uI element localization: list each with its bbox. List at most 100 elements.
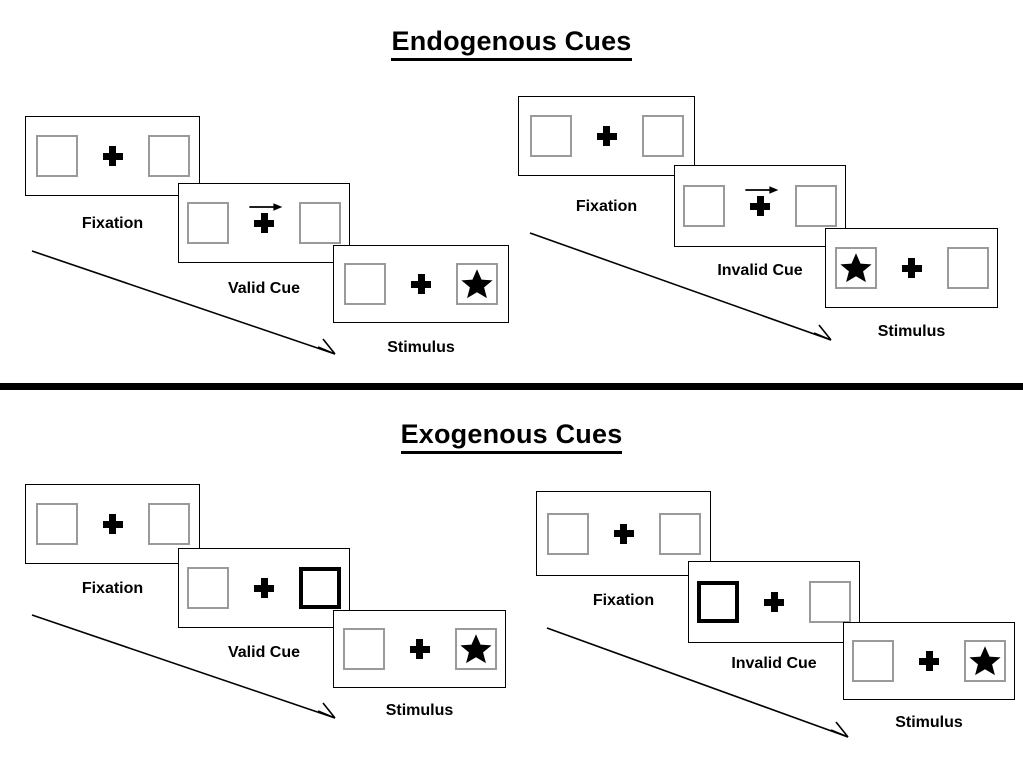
- right-placeholder: [809, 581, 851, 623]
- frame-content: [179, 549, 349, 627]
- right-box-icon: [658, 512, 701, 555]
- spacer: [942, 661, 964, 662]
- section-divider: [0, 383, 1023, 390]
- spacer: [126, 524, 148, 525]
- fixation-cross-icon: [408, 263, 434, 305]
- left-cue: [697, 581, 739, 623]
- frame-content: [179, 184, 349, 262]
- stage-label-endogenous-invalid-cue: Invalid Cue: [717, 262, 803, 279]
- left-target: [834, 247, 877, 289]
- trial-frame-exogenous-valid-stimulus[interactable]: [333, 610, 506, 688]
- right-placeholder: [147, 135, 190, 177]
- fixation-cross-icon: [100, 135, 126, 177]
- left-box-icon: [344, 263, 386, 305]
- stage-label-endogenous-valid-fixation: Fixation: [81, 215, 144, 232]
- right-placeholder: [641, 115, 684, 157]
- stage-label-exogenous-valid-cue: Valid Cue: [227, 644, 301, 661]
- right-box-icon: [456, 263, 498, 305]
- spacer: [433, 649, 455, 650]
- spacer: [589, 533, 611, 534]
- left-box-icon: [187, 202, 229, 244]
- left-placeholder: [187, 202, 229, 244]
- section-title-endogenous: Endogenous Cues: [0, 26, 1023, 61]
- arrow-right-icon: [745, 186, 779, 194]
- trial-frame-endogenous-valid-fixation[interactable]: [25, 116, 200, 196]
- trial-frame-endogenous-invalid-stimulus[interactable]: [825, 228, 998, 308]
- right-target: [454, 628, 497, 670]
- right-cue: [299, 567, 341, 609]
- time-arrow-endogenous-invalid: [529, 232, 832, 341]
- trial-frame-exogenous-valid-fixation[interactable]: [25, 484, 200, 564]
- star-icon: [461, 269, 493, 299]
- trial-frame-exogenous-valid-cue[interactable]: [178, 548, 350, 628]
- frame-content: [844, 623, 1014, 699]
- fixation-cross-icon: [594, 115, 620, 157]
- spacer: [572, 136, 594, 137]
- fixation-cross-icon: [916, 640, 942, 682]
- left-box-icon: [852, 640, 894, 682]
- left-placeholder: [529, 115, 572, 157]
- stage-label-exogenous-invalid-fixation: Fixation: [592, 592, 655, 609]
- spacer: [877, 268, 899, 269]
- spacer: [78, 156, 100, 157]
- right-placeholder: [946, 247, 989, 289]
- trial-frame-exogenous-invalid-fixation[interactable]: [536, 491, 711, 576]
- trial-frame-endogenous-invalid-fixation[interactable]: [518, 96, 695, 176]
- right-box-icon: [454, 628, 497, 670]
- section-title-exogenous: Exogenous Cues: [0, 419, 1023, 454]
- spacer: [925, 268, 947, 269]
- frame-content: [537, 492, 710, 575]
- stage-label-exogenous-invalid-cue: Invalid Cue: [731, 655, 817, 672]
- right-box-icon: [964, 640, 1006, 682]
- stage-label-endogenous-invalid-stimulus: Stimulus: [877, 323, 946, 340]
- fixation-cross-icon: [249, 202, 283, 244]
- left-box-icon: [529, 115, 572, 157]
- fixation-cross-icon: [611, 513, 637, 555]
- trial-frame-exogenous-invalid-stimulus[interactable]: [843, 622, 1015, 700]
- spacer: [773, 206, 795, 207]
- spacer: [126, 156, 148, 157]
- right-target: [456, 263, 498, 305]
- time-arrow-endogenous-valid: [31, 250, 336, 355]
- frame-content: [334, 246, 508, 322]
- left-box-icon: [342, 628, 385, 670]
- fixation-cross-icon: [761, 581, 787, 623]
- trial-frame-endogenous-invalid-cue[interactable]: [674, 165, 846, 247]
- stage-label-exogenous-valid-stimulus: Stimulus: [385, 702, 454, 719]
- spacer: [637, 533, 659, 534]
- left-box-icon: [35, 503, 78, 545]
- star-icon: [839, 253, 872, 283]
- right-box-icon: [946, 247, 989, 289]
- right-box-icon: [795, 185, 837, 227]
- stage-label-exogenous-invalid-stimulus: Stimulus: [895, 714, 963, 731]
- frame-content: [675, 166, 845, 246]
- section-title-exogenous-text: Exogenous Cues: [400, 419, 623, 454]
- right-target: [964, 640, 1006, 682]
- trial-frame-endogenous-valid-stimulus[interactable]: [333, 245, 509, 323]
- left-placeholder: [683, 185, 725, 227]
- spacer: [787, 602, 809, 603]
- spacer: [739, 602, 761, 603]
- trial-frame-endogenous-valid-cue[interactable]: [178, 183, 350, 263]
- right-cued-box-icon: [299, 567, 341, 609]
- frame-content: [519, 97, 694, 175]
- stage-label-endogenous-invalid-fixation: Fixation: [575, 198, 638, 215]
- spacer: [78, 524, 100, 525]
- section-title-endogenous-text: Endogenous Cues: [391, 26, 632, 61]
- right-placeholder: [299, 202, 341, 244]
- right-box-icon: [641, 115, 684, 157]
- fixation-cross-icon: [745, 185, 779, 227]
- trial-frame-exogenous-invalid-cue[interactable]: [688, 561, 860, 643]
- left-cued-box-icon: [697, 581, 739, 623]
- star-icon: [459, 634, 492, 664]
- left-placeholder: [344, 263, 386, 305]
- fixation-cross-icon: [899, 247, 925, 289]
- left-box-icon: [187, 567, 229, 609]
- stage-label-endogenous-valid-cue: Valid Cue: [227, 280, 301, 297]
- frame-content: [689, 562, 859, 642]
- right-placeholder: [795, 185, 837, 227]
- stage-label-exogenous-valid-fixation: Fixation: [81, 580, 144, 597]
- right-placeholder: [658, 512, 701, 555]
- spacer: [725, 206, 747, 207]
